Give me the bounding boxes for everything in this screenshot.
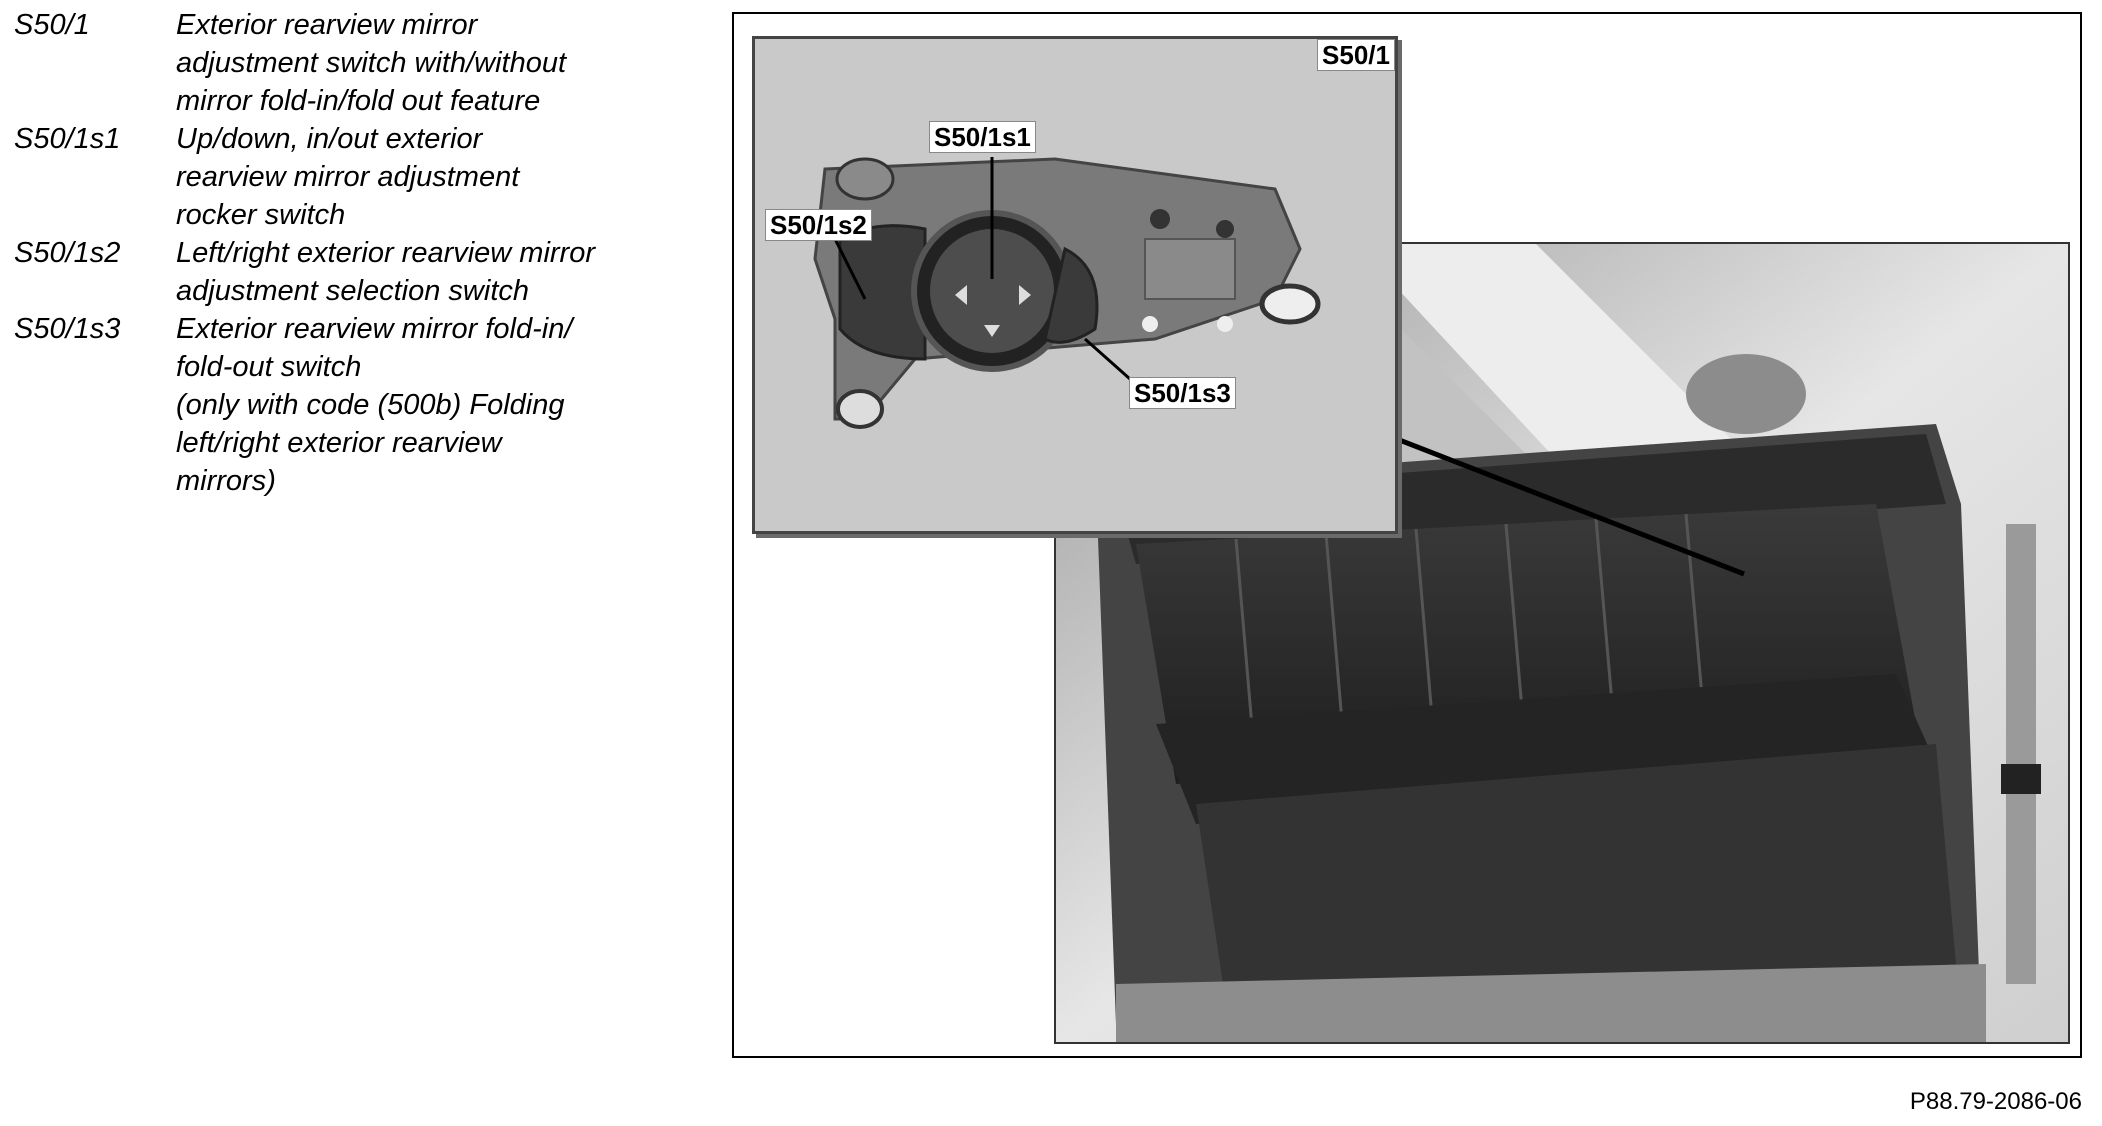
legend-code: S50/1s1 — [14, 123, 121, 155]
switch-inset: S50/1 S50/1s1 S50/1s2 S50/1s3 — [752, 36, 1398, 534]
legend-item: S50/1s2 Left/right exterior rearview mir… — [14, 234, 694, 310]
leader-line — [1383, 431, 1745, 577]
legend-description: Up/down, in/out exterior rearview mirror… — [176, 123, 520, 231]
legend-code: S50/1s2 — [14, 237, 121, 269]
legend-item: S50/1s3 Exterior rearview mirror fold-in… — [14, 310, 694, 500]
legend-list: S50/1 Exterior rearview mirror adjustmen… — [14, 6, 694, 500]
legend-code: S50/1 — [14, 9, 90, 41]
callout-s50-1s1: S50/1s1 — [929, 121, 1036, 153]
figure-reference: P88.79-2086-06 — [1909, 1088, 2082, 1115]
legend-description: Exterior rearview mirror fold-in/ fold-o… — [176, 313, 573, 497]
legend-item: S50/1s1 Up/down, in/out exterior rearvie… — [14, 120, 694, 234]
callout-s50-1s3: S50/1s3 — [1129, 377, 1236, 409]
inset-title-label: S50/1 — [1317, 39, 1395, 71]
callout-s50-1s2: S50/1s2 — [765, 209, 872, 241]
switch-illustration — [755, 39, 1395, 531]
legend-description: Exterior rearview mirror adjustment swit… — [176, 9, 567, 117]
figure-frame: S50/1 S50/1s1 S50/1s2 S50/1s3 — [732, 12, 2082, 1058]
legend-code: S50/1s3 — [14, 313, 121, 345]
legend-item: S50/1 Exterior rearview mirror adjustmen… — [14, 6, 694, 120]
legend-description: Left/right exterior rearview mirror adju… — [176, 237, 595, 307]
